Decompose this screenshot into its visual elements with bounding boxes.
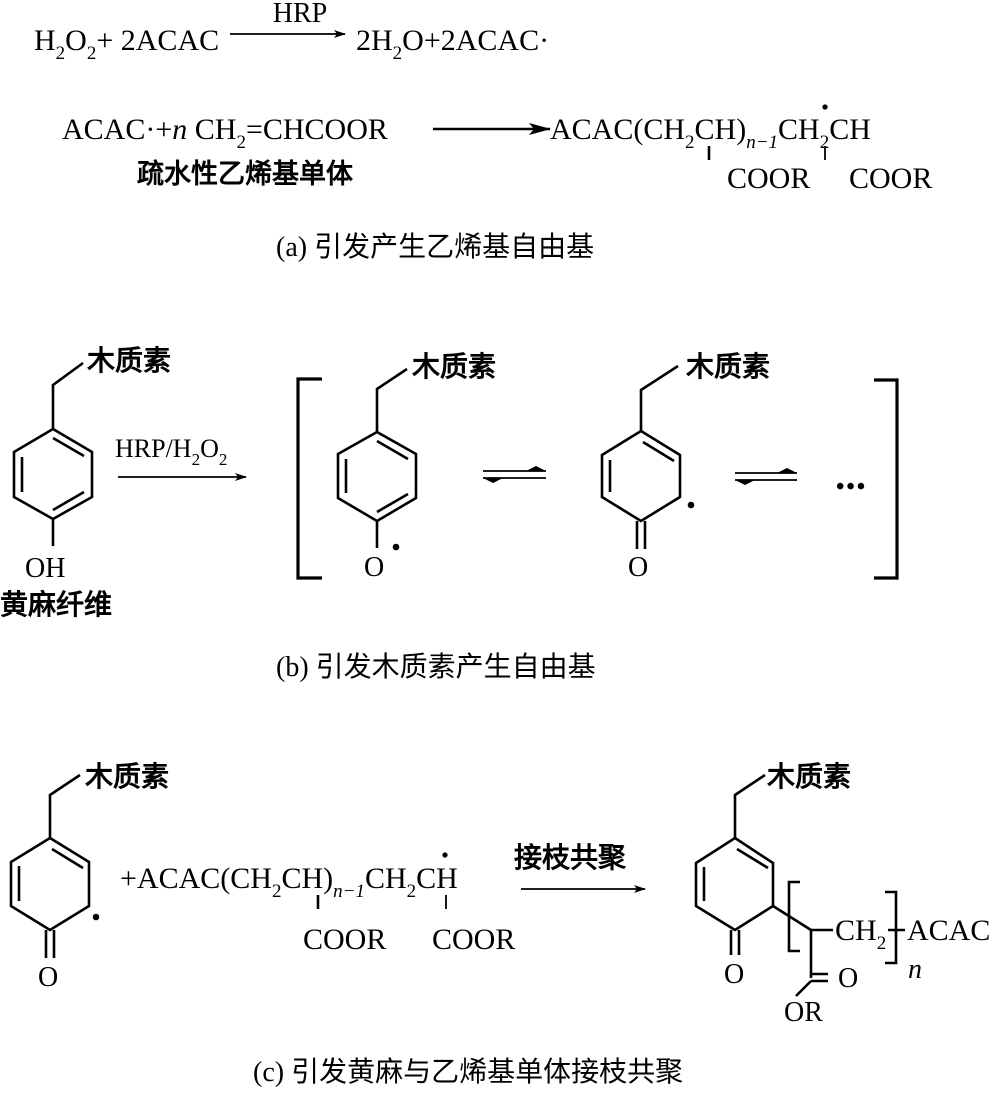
equilibrium-arrow-1 [483, 466, 546, 483]
repeat-count-n: n [908, 954, 922, 985]
eq2-reactants: ACAC·+n CH2=CHCOOR [62, 113, 388, 153]
panel-c: 木质素 O +ACAC(CH2CH)n−1CH2CH COOR COOR 接枝共… [9, 760, 990, 1088]
ring [600, 429, 682, 523]
bond-ch2-link [375, 367, 408, 432]
cyclohexadienone-radical-structure: 木质素 O [600, 350, 770, 583]
bond-ch2-link [733, 773, 766, 838]
ketone-oxygen: O [724, 959, 744, 990]
acac-end-group: ACAC [907, 914, 990, 947]
equation-2: ACAC·+n CH2=CHCOOR 疏水性乙烯基单体 ACAC(CH2CH)n… [62, 104, 932, 195]
radical-dot [92, 913, 100, 921]
grafting-label: 接枝共聚 [514, 841, 627, 874]
reverse-arrowhead [735, 480, 755, 485]
bond-ch2-link [51, 361, 84, 429]
eq1-products: 2H2O+2ACAC· [356, 24, 549, 64]
substituent-coor-2: COOR [849, 162, 932, 195]
double-bond-inner [376, 439, 409, 461]
double-bond-inner [642, 440, 675, 463]
bond-ch2-link [48, 773, 81, 838]
bond-ring-to-chain [772, 904, 812, 932]
benzene-ring [12, 427, 94, 521]
repeat-bracket-right [885, 890, 898, 965]
benzene-ring [336, 430, 418, 523]
right-bracket [874, 378, 899, 580]
radical-dot [822, 104, 828, 110]
double-bond-inner [51, 847, 84, 870]
substituent-coor-1: COOR [727, 162, 810, 195]
lignin-label: 木质素 [84, 760, 169, 793]
double-bond-inner [52, 436, 85, 458]
equilibrium-arrow-2 [735, 468, 797, 485]
double-bond-inner [736, 847, 769, 870]
lignin-label: 木质素 [685, 350, 770, 383]
lignin-label: 木质素 [86, 344, 171, 377]
double-bond-inner [376, 492, 409, 514]
caption-a: (a) 引发产生乙烯基自由基 [276, 231, 594, 263]
left-bracket [296, 377, 322, 580]
radical-dot [687, 501, 695, 509]
phenol-structure: 木质素 OH 黄麻纤维 [0, 344, 171, 621]
vinyl-radical-chain: +ACAC(CH2CH)n−1CH2CH COOR COOR [120, 852, 515, 956]
radical-dot [442, 852, 448, 858]
cyclohexadienone-radical-structure: 木质素 O [9, 760, 169, 993]
substituent-coor-2: COOR [432, 923, 515, 956]
monomer-label: 疏水性乙烯基单体 [137, 158, 354, 190]
reagent-label: HRP/H2O2 [115, 434, 227, 469]
graft-copolymer-structure: O CH2 ACAC O OR n 木质素 [694, 760, 990, 1028]
hydroxyl-label: OH [25, 553, 65, 584]
radical-dot [392, 543, 400, 551]
oxygen-label: O [364, 552, 384, 583]
caption-c: (c) 引发黄麻与乙烯基单体接枝共聚 [253, 1056, 683, 1088]
lignin-label: 木质素 [766, 760, 851, 793]
reverse-arrowhead [483, 478, 503, 483]
ring [694, 836, 775, 932]
panel-b: 木质素 OH 黄麻纤维 HRP/H2O2 木质素 O [0, 344, 899, 683]
bond-ch2-link [639, 364, 679, 431]
equation-1: H2O2+ 2ACAC HRP 2H2O+2ACAC· [34, 0, 549, 64]
eq1-reactants: H2O2+ 2ACAC [34, 24, 219, 64]
ch2-group: CH2 [835, 914, 886, 954]
forward-arrowhead [777, 468, 797, 473]
lignin-label: 木质素 [411, 350, 496, 383]
catalyst-label-hrp: HRP [273, 0, 327, 29]
carbonyl-oxygen: O [838, 963, 858, 994]
ester-or-group: OR [784, 997, 823, 1028]
caption-b: (b) 引发木质素产生自由基 [276, 651, 596, 683]
ellipsis: ••• [836, 474, 867, 500]
eq2-product-chain: ACAC(CH2CH)n−1CH2CH [550, 113, 871, 153]
chain-formula: +ACAC(CH2CH)n−1CH2CH [120, 862, 458, 902]
ring [9, 836, 91, 932]
phenoxy-radical-structure: 木质素 O [336, 350, 496, 583]
jute-fiber-label: 黄麻纤维 [0, 588, 112, 621]
substituent-coor-1: COOR [303, 923, 386, 956]
forward-arrowhead [526, 466, 546, 471]
oxygen-label: O [38, 962, 58, 993]
panel-a: H2O2+ 2ACAC HRP 2H2O+2ACAC· ACAC·+n CH2=… [34, 0, 932, 263]
double-bond-inner [52, 490, 85, 512]
bond-ester-o [795, 980, 812, 997]
oxygen-label: O [628, 552, 648, 583]
